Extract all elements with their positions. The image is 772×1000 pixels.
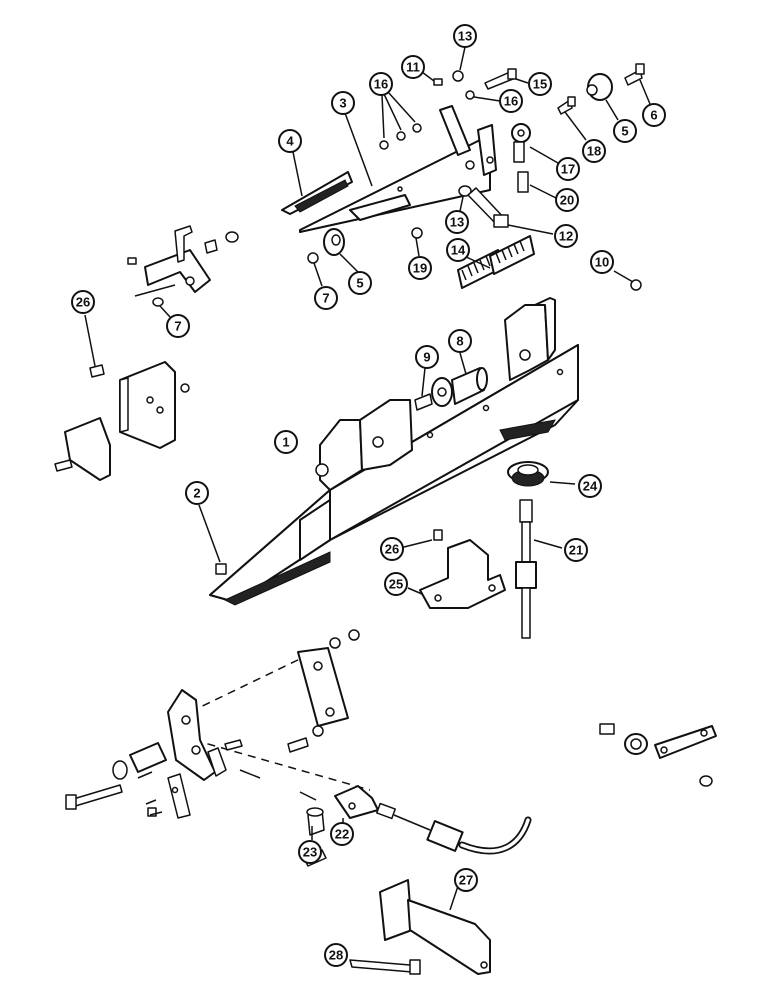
callout-27: 27: [454, 868, 478, 892]
pedal-arm-part: [299, 105, 497, 233]
callout-20: 20: [555, 188, 579, 212]
svg-text:12: 12: [559, 229, 573, 244]
right-clamp-group: [599, 723, 717, 787]
callout-14: 14: [446, 238, 470, 262]
clevis-pin-part: [306, 807, 325, 840]
callout-24: 24: [578, 474, 602, 498]
callout-6: 6: [642, 103, 666, 127]
callout-1: 1: [274, 430, 298, 454]
svg-text:21: 21: [569, 543, 583, 558]
left-bracket: [54, 314, 190, 481]
callout-2: 2: [185, 481, 209, 505]
callout-16: 16: [499, 89, 523, 113]
svg-text:8: 8: [456, 334, 463, 349]
callout-13: 13: [445, 210, 469, 234]
svg-text:28: 28: [329, 948, 343, 963]
callout-8: 8: [448, 329, 472, 353]
callout-26: 26: [380, 537, 404, 561]
lower-cable-part: [376, 802, 532, 855]
callout-18: 18: [582, 139, 606, 163]
svg-text:18: 18: [587, 144, 601, 159]
middle-hardware: [411, 123, 642, 291]
callout-28: 28: [324, 943, 348, 967]
svg-text:27: 27: [459, 873, 473, 888]
bolt-part-2: [198, 504, 227, 575]
svg-text:2: 2: [193, 486, 200, 501]
svg-text:4: 4: [286, 134, 294, 149]
svg-text:24: 24: [583, 479, 598, 494]
svg-text:16: 16: [504, 94, 518, 109]
svg-text:25: 25: [389, 577, 403, 592]
callout-16: 16: [369, 72, 393, 96]
callout-5: 5: [348, 271, 372, 295]
callout-17: 17: [556, 157, 580, 181]
pivot-pin-part: [431, 352, 488, 407]
control-cable-part: [515, 499, 563, 639]
svg-text:7: 7: [174, 319, 181, 334]
callout-22: 22: [330, 822, 354, 846]
callout-11: 11: [401, 55, 425, 79]
bracket-part-27: [349, 879, 491, 975]
callout-26: 26: [71, 290, 95, 314]
svg-text:17: 17: [561, 162, 575, 177]
svg-text:14: 14: [451, 243, 466, 258]
svg-text:5: 5: [621, 124, 628, 139]
callout-7: 7: [166, 314, 190, 338]
callout-23: 23: [298, 840, 322, 864]
svg-text:13: 13: [458, 29, 472, 44]
svg-text:23: 23: [303, 845, 317, 860]
callout-5: 5: [613, 119, 637, 143]
svg-text:9: 9: [423, 350, 430, 365]
bolt-part-9: [414, 367, 433, 411]
callout-3: 3: [331, 91, 355, 115]
frame-rail-part: [209, 297, 579, 606]
upper-left-bracket: [127, 225, 239, 318]
svg-text:6: 6: [650, 108, 657, 123]
svg-text:20: 20: [560, 193, 574, 208]
callout-12: 12: [554, 224, 578, 248]
callout-21: 21: [564, 538, 588, 562]
svg-text:5: 5: [356, 276, 363, 291]
callout-4: 4: [278, 129, 302, 153]
pedal-pad-part: [281, 151, 353, 215]
callout-7: 7: [314, 286, 338, 310]
callout-25: 25: [384, 572, 408, 596]
callout-10: 10: [590, 250, 614, 274]
svg-text:26: 26: [385, 542, 399, 557]
svg-text:16: 16: [374, 77, 388, 92]
callout-9: 9: [415, 345, 439, 369]
callout-15: 15: [528, 72, 552, 96]
svg-text:22: 22: [335, 827, 349, 842]
svg-text:19: 19: [413, 261, 427, 276]
svg-text:15: 15: [533, 77, 547, 92]
svg-text:26: 26: [76, 295, 90, 310]
svg-text:11: 11: [406, 60, 420, 75]
svg-text:7: 7: [322, 291, 329, 306]
callout-19: 19: [408, 256, 432, 280]
svg-text:3: 3: [339, 96, 346, 111]
svg-text:10: 10: [595, 255, 609, 270]
grommet-part: [507, 461, 576, 487]
callout-13: 13: [453, 24, 477, 48]
cable-clamp-part: [399, 529, 506, 609]
top-hardware: [379, 46, 651, 150]
pivot-bushing-part: [307, 228, 359, 287]
svg-text:13: 13: [450, 215, 464, 230]
clevis-part: [334, 785, 379, 830]
svg-text:1: 1: [282, 435, 289, 450]
